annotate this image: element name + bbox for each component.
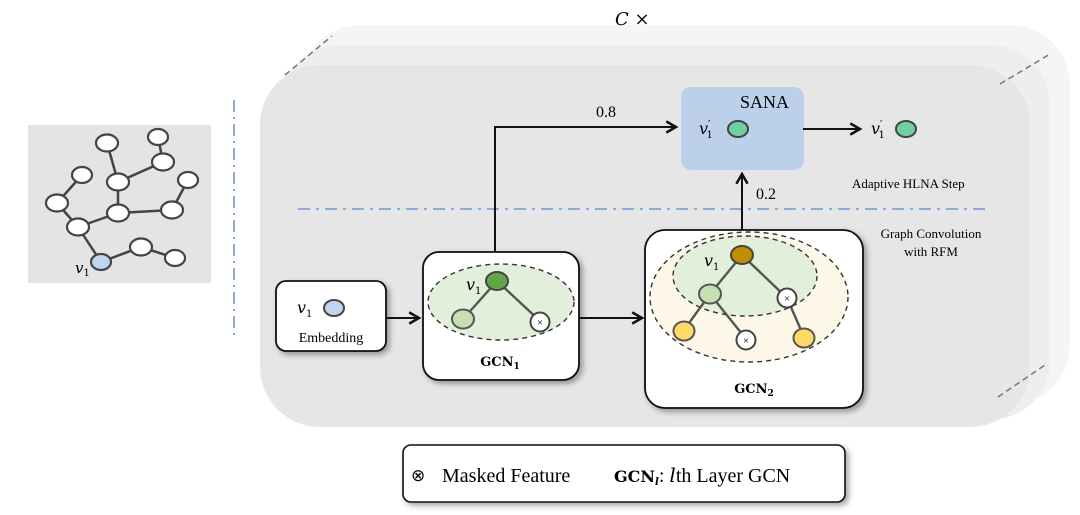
graph-conv-label-line2: with RFM	[904, 244, 958, 259]
layer-multiplier: C ×	[615, 9, 650, 30]
output-node	[895, 120, 917, 138]
gcn2-masked-node	[735, 329, 757, 351]
graph-node	[159, 200, 185, 220]
graph-node	[163, 248, 187, 268]
graph-node	[150, 152, 176, 172]
graph-node	[105, 172, 131, 192]
graph-node	[146, 127, 170, 147]
gcn2-node-label: v1	[704, 251, 719, 273]
legend-box	[402, 444, 846, 503]
legend-gcn-definition: GCNl: lth Layer GCN	[614, 463, 790, 488]
masked-icon: ×	[743, 335, 749, 347]
legend-masked-label: Masked Feature	[442, 465, 570, 487]
adaptive-step-label: Adaptive HLNA Step	[852, 176, 965, 191]
skip-weight: 0.8	[596, 104, 616, 121]
sana-node-label: v′1	[699, 118, 713, 141]
embedding-node-label: v1	[297, 298, 312, 320]
gcn-weight: 0.2	[756, 186, 776, 203]
embedding-node	[323, 299, 345, 317]
sana-title: SANA	[740, 92, 789, 112]
sana-node	[727, 120, 749, 138]
skip-connection-arrow	[494, 120, 679, 270]
gcn1-masked-node	[529, 311, 551, 333]
graph-node	[176, 170, 200, 190]
target-node-v1	[89, 252, 113, 272]
input-graph-nodes	[44, 127, 200, 272]
legend-masked-icon: ⊗	[411, 466, 425, 485]
stack-dash-top-left	[284, 35, 333, 76]
gcn2-caption: GCN2	[734, 382, 774, 399]
gcn2-2hop-node	[672, 320, 696, 342]
gcn1-center-node	[485, 271, 509, 291]
gcn1-node-label: v1	[466, 275, 481, 297]
gcn2-center-node	[730, 245, 754, 265]
gcn1-caption: GCN1	[480, 355, 520, 372]
output-node-label: v′1	[871, 118, 885, 141]
graph-node	[44, 193, 70, 213]
input-node-label: v1	[75, 259, 90, 279]
graph-node	[94, 133, 120, 153]
gcn2-2hop-node	[792, 327, 816, 349]
masked-icon: ×	[537, 317, 543, 329]
gcn1-neighbor-node	[451, 308, 475, 330]
graph-node	[105, 203, 131, 223]
graph-node	[70, 165, 94, 185]
graph-conv-label-line1: Graph Convolution	[881, 226, 982, 241]
masked-icon: ×	[784, 293, 790, 305]
graph-node	[128, 237, 154, 257]
graph-node	[65, 217, 91, 237]
gcn2-masked-node	[776, 287, 798, 309]
gcn2-neighbor-node	[698, 283, 722, 305]
embedding-caption: Embedding	[299, 331, 364, 346]
